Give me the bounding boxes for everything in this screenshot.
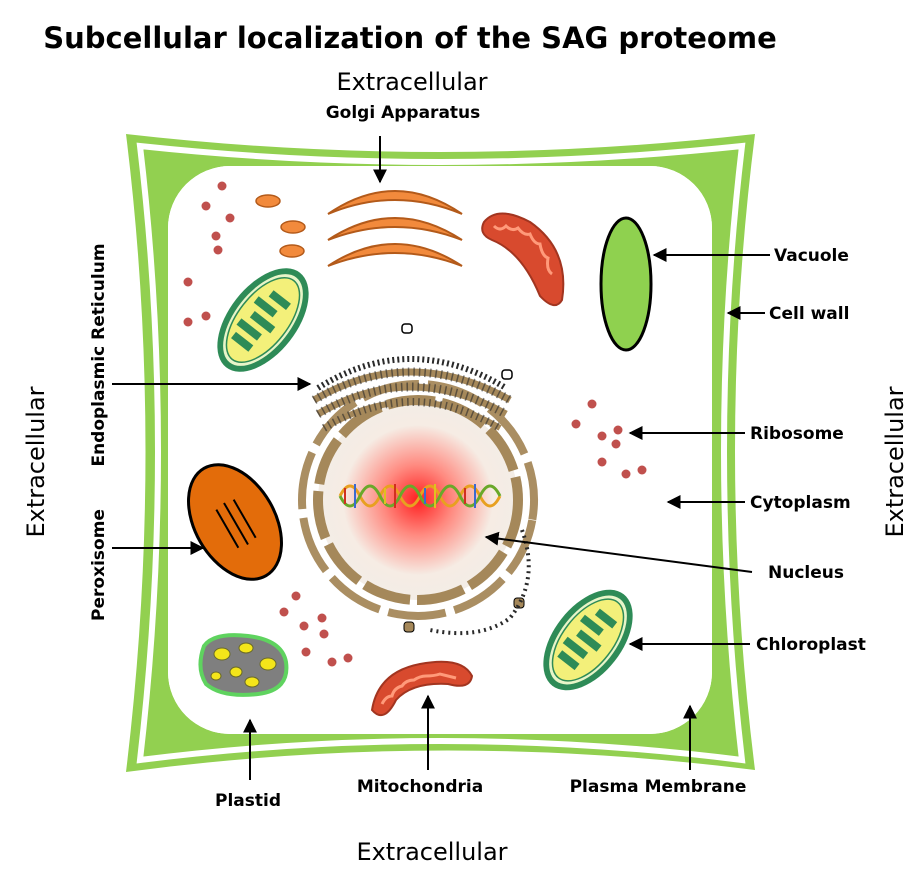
vacuole <box>599 216 653 352</box>
plasma-membrane-label: Plasma Membrane <box>570 777 747 797</box>
mitochondrion-top <box>481 212 565 307</box>
cytoplasm-label: Cytoplasm <box>750 493 851 513</box>
page-title: Subcellular localization of the SAG prot… <box>43 21 776 55</box>
chloroplast-label: Chloroplast <box>756 635 866 655</box>
ribosomes <box>183 181 647 667</box>
dna-helix <box>338 484 502 508</box>
golgi-apparatus <box>255 190 463 267</box>
extracellular-top-label: Extracellular <box>336 68 487 96</box>
mitochondria-label: Mitochondria <box>357 777 483 797</box>
chloroplast-top-left <box>217 268 309 372</box>
plastid <box>198 633 289 697</box>
endoplasmic-reticulum <box>311 323 531 636</box>
chloroplast-bottom-right <box>543 589 633 691</box>
vacuole-label: Vacuole <box>774 246 849 266</box>
peroxisome-label: Peroxisome <box>89 509 109 621</box>
er-label: Endoplasmic Reticulum <box>89 243 109 466</box>
cell-wall-label: Cell wall <box>769 304 849 324</box>
extracellular-right-label: Extracellular <box>881 386 909 537</box>
nucleus-label: Nucleus <box>768 563 844 583</box>
extracellular-left-label: Extracellular <box>22 386 50 537</box>
plastid-label: Plastid <box>215 791 281 811</box>
golgi-label: Golgi Apparatus <box>326 103 481 123</box>
extracellular-bottom-label: Extracellular <box>356 838 507 866</box>
ribosome-label: Ribosome <box>750 424 844 444</box>
pointer-arrows <box>112 136 770 780</box>
mitochondrion-bottom <box>370 660 474 717</box>
